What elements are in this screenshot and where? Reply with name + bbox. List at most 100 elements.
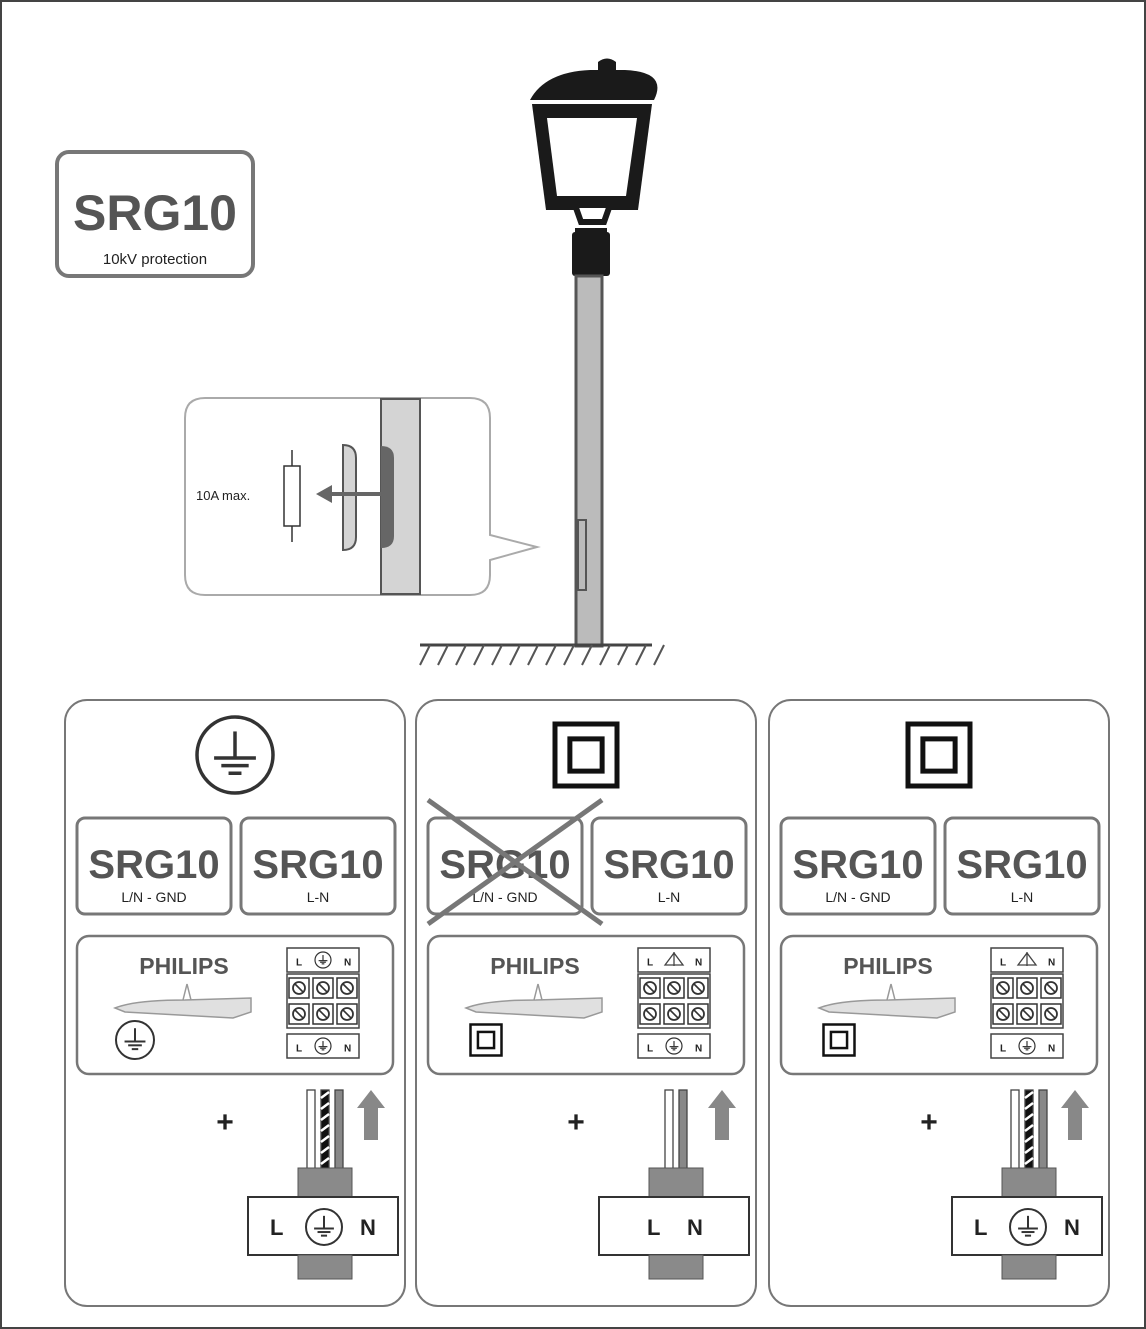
supply-label-n: N [360, 1215, 376, 1240]
cable-tail [297, 1254, 353, 1280]
srg-box-right-sub: L-N [307, 889, 330, 905]
lamp-neck [570, 202, 615, 225]
earth-icon [314, 951, 332, 969]
terminal-label-n: N [1048, 1043, 1055, 1054]
fuse-symbol [283, 465, 301, 527]
supply-label-n: N [687, 1215, 703, 1240]
cable-jacket [648, 1167, 704, 1199]
header-badge-title: SRG10 [73, 185, 237, 241]
lamp-post [419, 58, 665, 666]
cable-jacket [297, 1167, 353, 1199]
cable-tail [648, 1254, 704, 1280]
up-arrow-icon [708, 1090, 736, 1140]
callout-arrow-head [316, 485, 332, 503]
cable-wire [306, 1089, 316, 1171]
callout-pole-door [381, 446, 394, 548]
luminaire-class-symbol [822, 1023, 856, 1057]
pole-door [577, 519, 587, 591]
lamp-cap [530, 70, 658, 100]
earth-icon [1018, 1037, 1036, 1055]
cable-wire [1038, 1089, 1048, 1171]
panel-class-symbol [552, 721, 620, 789]
terminal-block [637, 973, 711, 1029]
terminal-block [990, 973, 1064, 1029]
srg-box-left-sub: L/N - GND [825, 889, 890, 905]
srg-box-right-sub: L-N [658, 889, 681, 905]
srg-box-right-title: SRG10 [252, 843, 383, 887]
plus-sign: + [920, 1106, 938, 1139]
cable-wire [334, 1089, 344, 1171]
header-badge: SRG10 10kV protection [55, 150, 255, 278]
supply-label-l: L [647, 1215, 660, 1240]
srg-box-right-title: SRG10 [603, 843, 734, 887]
luminaire-icon [112, 983, 252, 1019]
plus-sign: + [567, 1106, 585, 1139]
supply-earth-icon [305, 1208, 343, 1246]
luminaire-icon [816, 983, 956, 1019]
srg-box-left-sub: L/N - GND [121, 889, 186, 905]
panel-class-symbol [195, 715, 275, 795]
terminal-label-n: N [695, 1043, 702, 1054]
supply-cable [1001, 1089, 1057, 1199]
callout-bubble [184, 397, 541, 596]
header-badge-frame [55, 150, 255, 278]
lamp-collar [572, 232, 610, 276]
cable-wire [1010, 1089, 1020, 1171]
terminal-label-l: L [1000, 957, 1006, 968]
terminal-label-l: L [296, 1043, 302, 1054]
brand-label: PHILIPS [843, 953, 932, 979]
earth-icon [314, 1037, 332, 1055]
supply-cable [648, 1089, 704, 1199]
earth-icon [665, 1037, 683, 1055]
plus-sign: + [216, 1106, 234, 1139]
terminal-label-n: N [695, 957, 702, 968]
brand-label: PHILIPS [490, 953, 579, 979]
luminaire-class-symbol [115, 1020, 155, 1060]
supply-label-n: N [1064, 1215, 1080, 1240]
lamp-finial [598, 58, 616, 72]
lamp-glass [547, 118, 637, 196]
supply-label-l: L [974, 1215, 987, 1240]
cable-jacket [1001, 1167, 1057, 1199]
up-arrow-icon [357, 1090, 385, 1140]
terminal-label-l: L [1000, 1043, 1006, 1054]
terminal-label-l: L [296, 957, 302, 968]
cable-wire [664, 1089, 674, 1171]
terminal-label-n: N [344, 957, 351, 968]
panel-class-symbol [905, 721, 973, 789]
supply-cable [297, 1089, 353, 1199]
header-badge-subtitle: 10kV protection [103, 251, 207, 268]
srg-box-right-sub: L-N [1011, 889, 1034, 905]
srg-box-right-title: SRG10 [956, 843, 1087, 887]
callout-door-removed [342, 443, 357, 552]
luminaire-icon [463, 983, 603, 1019]
ground-hatch [419, 644, 665, 666]
supply-earth-icon [1009, 1208, 1047, 1246]
fuse-callout: 10A max. [184, 397, 541, 596]
supply-label-l: L [270, 1215, 283, 1240]
terminal-label-l: L [647, 1043, 653, 1054]
fuse-label: 10A max. [196, 488, 250, 503]
srg-box-left-sub: L/N - GND [472, 889, 537, 905]
terminal-label-n: N [344, 1043, 351, 1054]
terminal-label-n: N [1048, 957, 1055, 968]
up-arrow-icon [1061, 1090, 1089, 1140]
